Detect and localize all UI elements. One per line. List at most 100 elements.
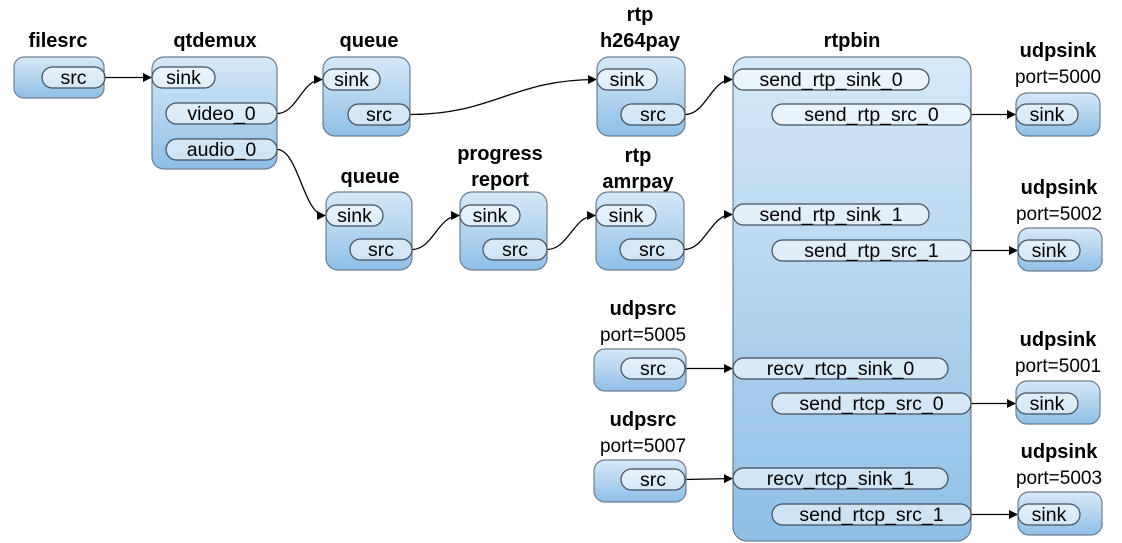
element-udpsink-5003: udpsink port=5003 sink [1016, 441, 1103, 536]
link-udpsrc2_src-to-rtpbin_recv_rtcp_sink_1 [684, 474, 733, 484]
element-title: filesrc [29, 30, 88, 52]
element-udpsink-5002: udpsink port=5002 sink [1016, 177, 1103, 272]
element-rtph264pay: rtp h264pay sink src [596, 4, 686, 137]
element-title: queue [341, 166, 400, 188]
pad-h264pay-sink[interactable]: sink [596, 68, 658, 91]
pad-label: sink [473, 205, 508, 227]
pad-recv-rtcp-sink-1[interactable]: recv_rtcp_sink_1 [732, 467, 949, 490]
element-qtdemux: qtdemux sink video_0 audio_0 [151, 30, 278, 170]
pad-label: sink [166, 67, 201, 89]
element-title: amrpay [602, 171, 674, 193]
pad-send-rtp-sink-0[interactable]: send_rtp_sink_0 [732, 68, 930, 91]
element-property: port=5001 [1015, 356, 1101, 377]
pad-udpsink1-sink[interactable]: sink [1017, 239, 1081, 262]
element-title: udpsink [1020, 329, 1098, 351]
pad-udpsrc2-src[interactable]: src [620, 468, 686, 491]
links-layer [105, 73, 1018, 519]
pad-recv-rtcp-sink-0[interactable]: recv_rtcp_sink_0 [732, 357, 949, 380]
pad-amrpay-src[interactable]: src [619, 238, 685, 261]
pad-udpsink0-sink[interactable]: sink [1015, 103, 1079, 126]
pad-amrpay-sink[interactable]: sink [595, 204, 657, 227]
link-amrpay_src-to-rtpbin_send_rtp_sink_1 [683, 210, 733, 251]
pad-label: src [61, 67, 87, 89]
pad-h264pay-src[interactable]: src [620, 103, 686, 126]
pad-label: recv_rtcp_sink_0 [767, 358, 915, 380]
pad-send-rtp-src-0[interactable]: send_rtp_src_0 [771, 103, 972, 126]
pad-filesrc-src[interactable]: src [41, 66, 106, 89]
pad-qtdemux-video[interactable]: video_0 [165, 102, 278, 125]
pad-send-rtp-src-1[interactable]: send_rtp_src_1 [771, 239, 972, 262]
pad-label: sink [334, 69, 369, 91]
pad-send-rtp-sink-1[interactable]: send_rtp_sink_1 [732, 203, 930, 226]
pad-queue-video-sink[interactable]: sink [322, 68, 381, 91]
element-property: port=5003 [1016, 468, 1102, 489]
pad-label: src [366, 104, 392, 126]
element-title: udpsink [1020, 40, 1098, 62]
element-box [732, 56, 972, 542]
element-udpsrc-5007: udpsrc port=5007 src [593, 409, 687, 503]
element-title: udpsrc [610, 298, 677, 320]
element-rtpbin: rtpbin send_rtp_sink_0 send_rtp_src_0 se… [732, 30, 972, 542]
link-qtdemux_video-to-queue1_sink [276, 75, 323, 115]
pad-label: sink [609, 205, 644, 227]
element-title: h264pay [600, 30, 681, 52]
pad-label: sink [1032, 240, 1067, 262]
element-title: rtp [627, 4, 654, 26]
pad-label: recv_rtcp_sink_1 [767, 468, 914, 490]
element-progressreport: progress report sink src [457, 143, 548, 271]
pad-udpsink2-sink[interactable]: sink [1015, 392, 1079, 415]
element-udpsrc-5005: udpsrc port=5005 src [593, 298, 687, 392]
pad-udpsink3-sink[interactable]: sink [1017, 503, 1081, 526]
element-title: udpsink [1021, 441, 1099, 463]
element-title: udpsrc [610, 409, 677, 431]
link-h264pay_src-to-rtpbin_send_rtp_sink_0 [684, 75, 733, 116]
element-title: progress [457, 143, 543, 165]
pad-queue-video-src[interactable]: src [347, 103, 411, 126]
pad-label: sink [1030, 104, 1065, 126]
pad-qtdemux-sink[interactable]: sink [151, 66, 216, 89]
element-filesrc: filesrc src [13, 30, 106, 99]
pad-label: audio_0 [187, 139, 257, 161]
pad-label: src [502, 239, 528, 261]
pad-label: src [368, 239, 394, 261]
pad-label: send_rtcp_src_1 [799, 504, 943, 526]
element-title: queue [340, 30, 399, 52]
element-udpsink-5000: udpsink port=5000 sink [1015, 40, 1101, 137]
pad-label: send_rtcp_src_0 [799, 393, 943, 415]
element-title: qtdemux [173, 30, 256, 52]
pad-send-rtcp-src-0[interactable]: send_rtcp_src_0 [771, 392, 972, 415]
pad-send-rtcp-src-1[interactable]: send_rtcp_src_1 [771, 503, 972, 526]
pad-label: src [640, 104, 666, 126]
pad-label: send_rtp_src_1 [804, 240, 938, 262]
pad-udpsrc1-src[interactable]: src [620, 357, 686, 380]
element-rtpamrpay: rtp amrpay sink src [595, 145, 685, 271]
element-property: port=5007 [600, 436, 686, 457]
pad-label: sink [610, 69, 645, 91]
pad-queue-audio-sink[interactable]: sink [325, 204, 384, 227]
element-title: rtpbin [824, 30, 881, 52]
link-queue1_src-to-h264pay_sink [409, 75, 597, 116]
pad-label: src [640, 358, 666, 380]
pad-queue-audio-src[interactable]: src [349, 238, 413, 261]
element-title: udpsink [1021, 177, 1099, 199]
element-udpsink-5001: udpsink port=5001 sink [1015, 329, 1101, 425]
link-queue2_src-to-progress_sink [411, 211, 460, 251]
element-queue-audio: queue sink src [325, 166, 413, 271]
pad-label: send_rtp_src_0 [804, 104, 939, 126]
pad-label: sink [337, 205, 372, 227]
pad-label: send_rtp_sink_1 [759, 204, 902, 226]
pad-label: src [640, 469, 666, 491]
element-property: port=5000 [1015, 67, 1101, 88]
pad-qtdemux-audio[interactable]: audio_0 [165, 138, 278, 161]
pad-label: sink [1032, 504, 1067, 526]
pad-progress-sink[interactable]: sink [459, 204, 521, 227]
pad-label: src [639, 239, 665, 261]
link-qtdemux_audio-to-queue2_sink [276, 148, 326, 220]
element-property: port=5002 [1016, 204, 1102, 225]
link-progress_src-to-amrpay_sink [546, 211, 596, 251]
element-title: report [471, 169, 529, 191]
pad-label: send_rtp_sink_0 [759, 69, 902, 91]
element-title: rtp [625, 145, 652, 167]
pad-progress-src[interactable]: src [482, 238, 548, 261]
